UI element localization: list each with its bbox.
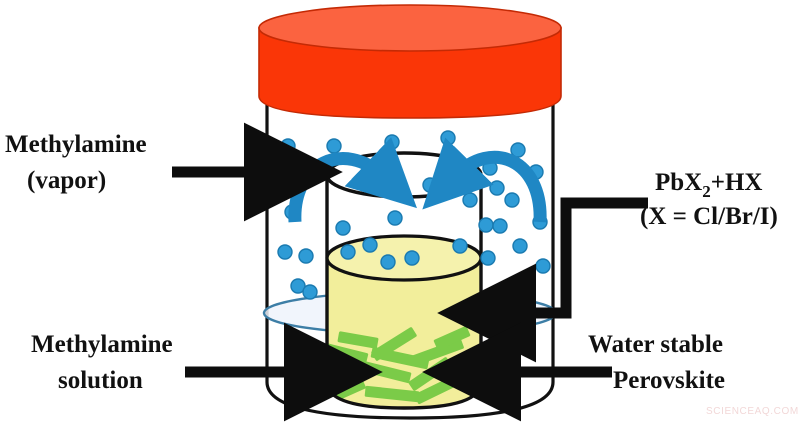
- vapor-dot: [440, 130, 456, 146]
- vapor-dot: [387, 210, 403, 226]
- label-methylamine-vapor-line2: (vapor): [27, 167, 106, 194]
- vapor-dot: [535, 258, 551, 274]
- vapor-dot: [326, 138, 342, 154]
- vapor-dot: [384, 134, 400, 150]
- vapor-dot: [492, 218, 508, 234]
- vapor-dot: [504, 192, 520, 208]
- cap-top-ellipse: [258, 4, 562, 52]
- vapor-dot: [277, 244, 293, 260]
- label-methylamine-vapor-line1: Methylamine: [5, 131, 147, 158]
- label-product-line2: Perovskite: [613, 367, 725, 394]
- vapor-dot: [335, 220, 351, 236]
- vapor-dot: [489, 180, 505, 196]
- label-precursor-tail: +HX: [711, 169, 763, 196]
- cap-body: [258, 27, 562, 119]
- label-precursor-formula: PbX: [655, 169, 702, 196]
- vapor-dot: [275, 170, 291, 186]
- pointer-arrows: [172, 122, 648, 422]
- labels: Methylamine (vapor) Methylamine solution…: [5, 131, 778, 394]
- vapor-dot: [510, 142, 526, 158]
- arrow-precursor: [437, 197, 648, 363]
- vapor-dot: [452, 238, 468, 254]
- vapor-dot: [462, 192, 478, 208]
- label-methylamine-solution-line2: solution: [58, 367, 143, 394]
- label-product-line1: Water stable: [588, 331, 723, 358]
- vapor-dot: [280, 138, 296, 154]
- jar-cap: [258, 4, 562, 119]
- label-precursor-line2: (X = Cl/Br/I): [640, 203, 778, 230]
- vapor-dot: [298, 248, 314, 264]
- vapor-dot: [340, 244, 356, 260]
- label-methylamine-solution-line1: Methylamine: [31, 331, 173, 358]
- watermark-text: SCIENCEAQ.COM: [706, 406, 799, 417]
- vapor-dot: [290, 278, 306, 294]
- vapor-arrow-right: [422, 137, 547, 223]
- vapor-dot: [478, 217, 494, 233]
- vapor-dot: [362, 237, 378, 253]
- vapor-dot: [422, 177, 438, 193]
- vapor-dot: [512, 238, 528, 254]
- vapor-dot: [514, 276, 530, 292]
- vapor-dot: [480, 250, 496, 266]
- label-precursor-subscript: 2: [702, 182, 711, 201]
- label-precursor-line1: PbX2+HX: [655, 169, 762, 201]
- vapor-dot: [380, 254, 396, 270]
- vapor-dot: [404, 250, 420, 266]
- vapor-dot: [302, 284, 318, 300]
